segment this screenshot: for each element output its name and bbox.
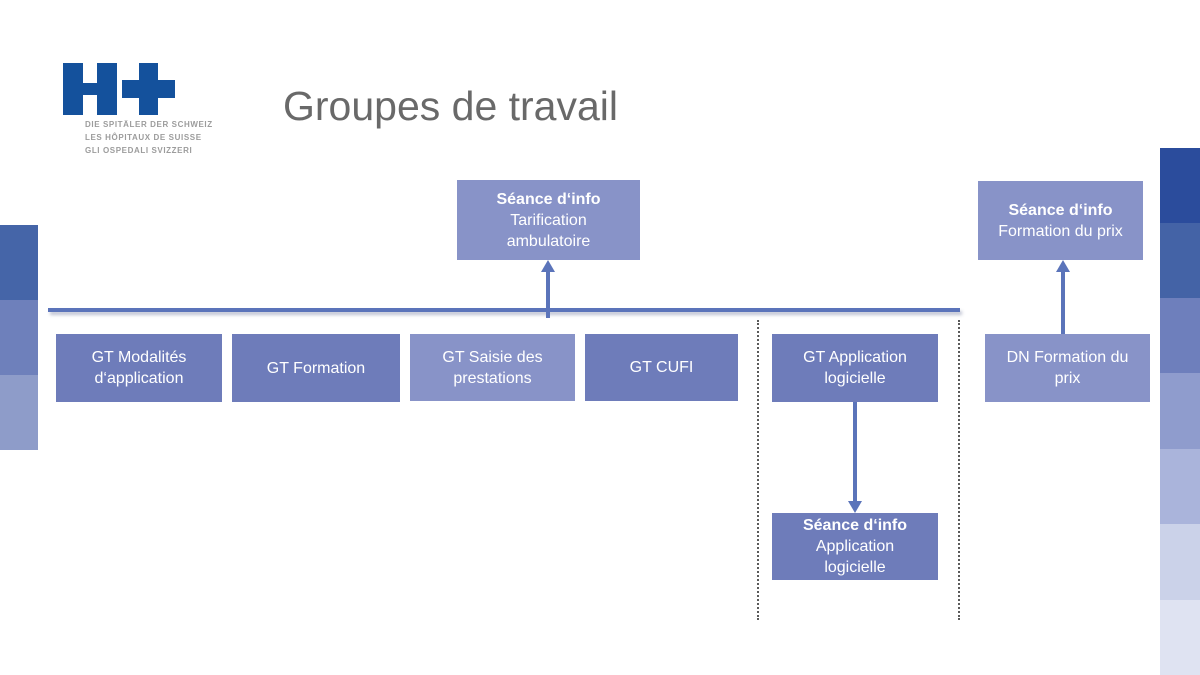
right-accent-bar-1 [1160, 148, 1200, 223]
dotted-separator-left [757, 320, 759, 620]
group-box-gt-application-logicielle: GT Application logicielle [772, 334, 938, 402]
info-box-body: Tarification ambulatoire [506, 211, 591, 250]
info-box-tarification-ambulatoire: Séance d‘info Tarification ambulatoire [457, 180, 640, 260]
logo-tagline-line: LES HÔPITAUX DE SUISSE [85, 133, 202, 142]
right-accent-bar-7 [1160, 600, 1200, 675]
info-box-application-logicielle: Séance d‘info Application logicielle [772, 513, 938, 580]
info-box-title: Séance d‘info [1008, 201, 1113, 219]
right-accent-bar-3 [1160, 298, 1200, 373]
group-box-gt-formation: GT Formation [232, 334, 400, 402]
right-accent-bar-6 [1160, 524, 1200, 600]
right-accent-bar-4 [1160, 373, 1200, 449]
logo-tagline: DIE SPITÄLER DER SCHWEIZ LES HÔPITAUX DE… [85, 118, 213, 157]
hplus-logo: DIE SPITÄLER DER SCHWEIZ LES HÔPITAUX DE… [0, 0, 260, 170]
left-accent-bar-2 [0, 300, 38, 375]
horizontal-connector-line [48, 308, 960, 312]
right-accent-bar-2 [1160, 223, 1200, 298]
group-box-dn-formation-du-prix: DN Formation du prix [985, 334, 1150, 402]
group-box-label: GT Modalités d‘application [91, 349, 187, 387]
info-box-body: Application logicielle [815, 538, 895, 576]
left-accent-bar-3 [0, 375, 38, 450]
logo-tagline-line: GLI OSPEDALI SVIZZERI [85, 146, 193, 155]
group-box-gt-modalites-application: GT Modalités d‘application [56, 334, 222, 402]
info-box-formation-du-prix: Séance d‘info Formation du prix [978, 181, 1143, 260]
group-box-label: GT CUFI [629, 359, 694, 376]
group-box-label: GT Application logicielle [803, 349, 907, 387]
info-box-title: Séance d‘info [802, 517, 908, 534]
group-box-gt-saisie-des-prestations: GT Saisie des prestations [410, 334, 575, 401]
page-title: Groupes de travail [283, 83, 619, 130]
logo-tagline-line: DIE SPITÄLER DER SCHWEIZ [85, 120, 213, 129]
group-box-label: GT Formation [266, 359, 366, 377]
right-accent-bar-5 [1160, 449, 1200, 524]
group-box-label: GT Saisie des prestations [442, 348, 543, 387]
left-accent-bar-1 [0, 225, 38, 300]
group-box-label: DN Formation du prix [1006, 349, 1129, 387]
hplus-logo-icon [63, 63, 83, 115]
dotted-separator-right [958, 320, 960, 620]
info-box-title: Séance d‘info [496, 190, 601, 208]
group-box-gt-cufi: GT CUFI [585, 334, 738, 401]
info-box-body: Formation du prix [998, 222, 1123, 240]
